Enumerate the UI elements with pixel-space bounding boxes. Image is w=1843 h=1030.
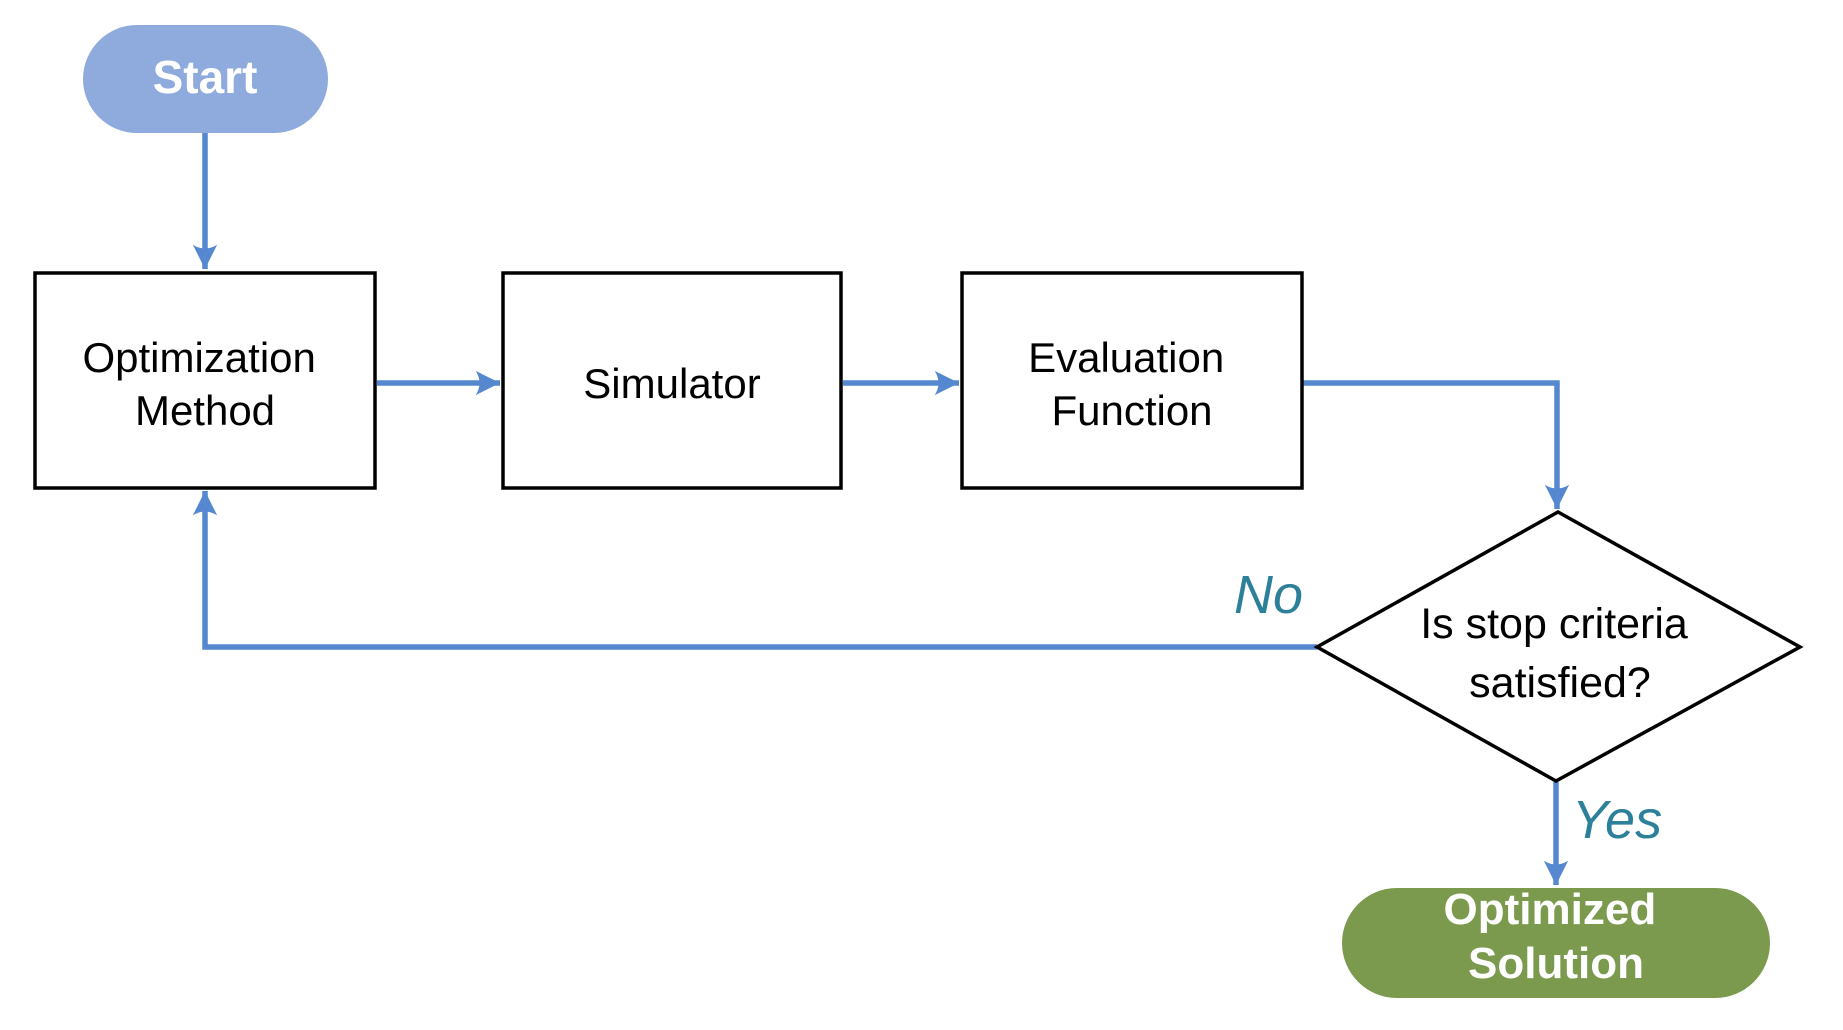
stop-criteria-decision-label-line1: Is stop criteria	[1420, 600, 1688, 648]
optimization-method-node: Optimization Method	[33, 271, 377, 490]
yes-edge-label: Yes	[1572, 790, 1662, 850]
optimized-solution-node: Optimized Solution	[1342, 885, 1770, 998]
evaluation-function-label-line1: Evaluation	[1028, 334, 1224, 381]
stop-criteria-decision-label: Is stop criteria satisfied?	[1420, 600, 1700, 707]
simulator-node: Simulator	[501, 271, 843, 490]
optimized-solution-label-line1: Optimized	[1444, 885, 1657, 934]
optimization-method-label: Optimization Method	[82, 334, 327, 434]
stop-criteria-decision-shape	[1313, 509, 1804, 784]
evaluation-function-node: Evaluation Function	[960, 271, 1304, 490]
optimization-method-shape	[33, 271, 377, 490]
no-edge-label: No	[1234, 565, 1303, 625]
start-terminator-shape	[83, 25, 328, 133]
simulator-label: Simulator	[583, 360, 760, 407]
optimized-solution-shape	[1342, 888, 1770, 998]
stop-criteria-decision-node: Is stop criteria satisfied?	[1313, 509, 1804, 784]
optimization-method-label-line2: Method	[135, 387, 275, 434]
evaluation-function-shape	[960, 271, 1304, 490]
optimized-solution-label-line2: Solution	[1468, 939, 1644, 988]
simulator-shape	[501, 271, 843, 490]
edge-evaluation-to-decision	[1302, 380, 1570, 509]
optimization-method-label-line1: Optimization	[82, 334, 315, 381]
start-label: Start	[153, 51, 258, 103]
evaluation-function-label-line2: Function	[1051, 387, 1212, 434]
evaluation-function-label: Evaluation Function	[1028, 334, 1236, 434]
stop-criteria-decision-label-line2: satisfied?	[1469, 659, 1651, 707]
start-node: Start	[83, 25, 328, 133]
optimized-solution-label: Optimized Solution	[1444, 885, 1669, 988]
edge-decision-no-loop-to-optimization	[192, 491, 1317, 650]
